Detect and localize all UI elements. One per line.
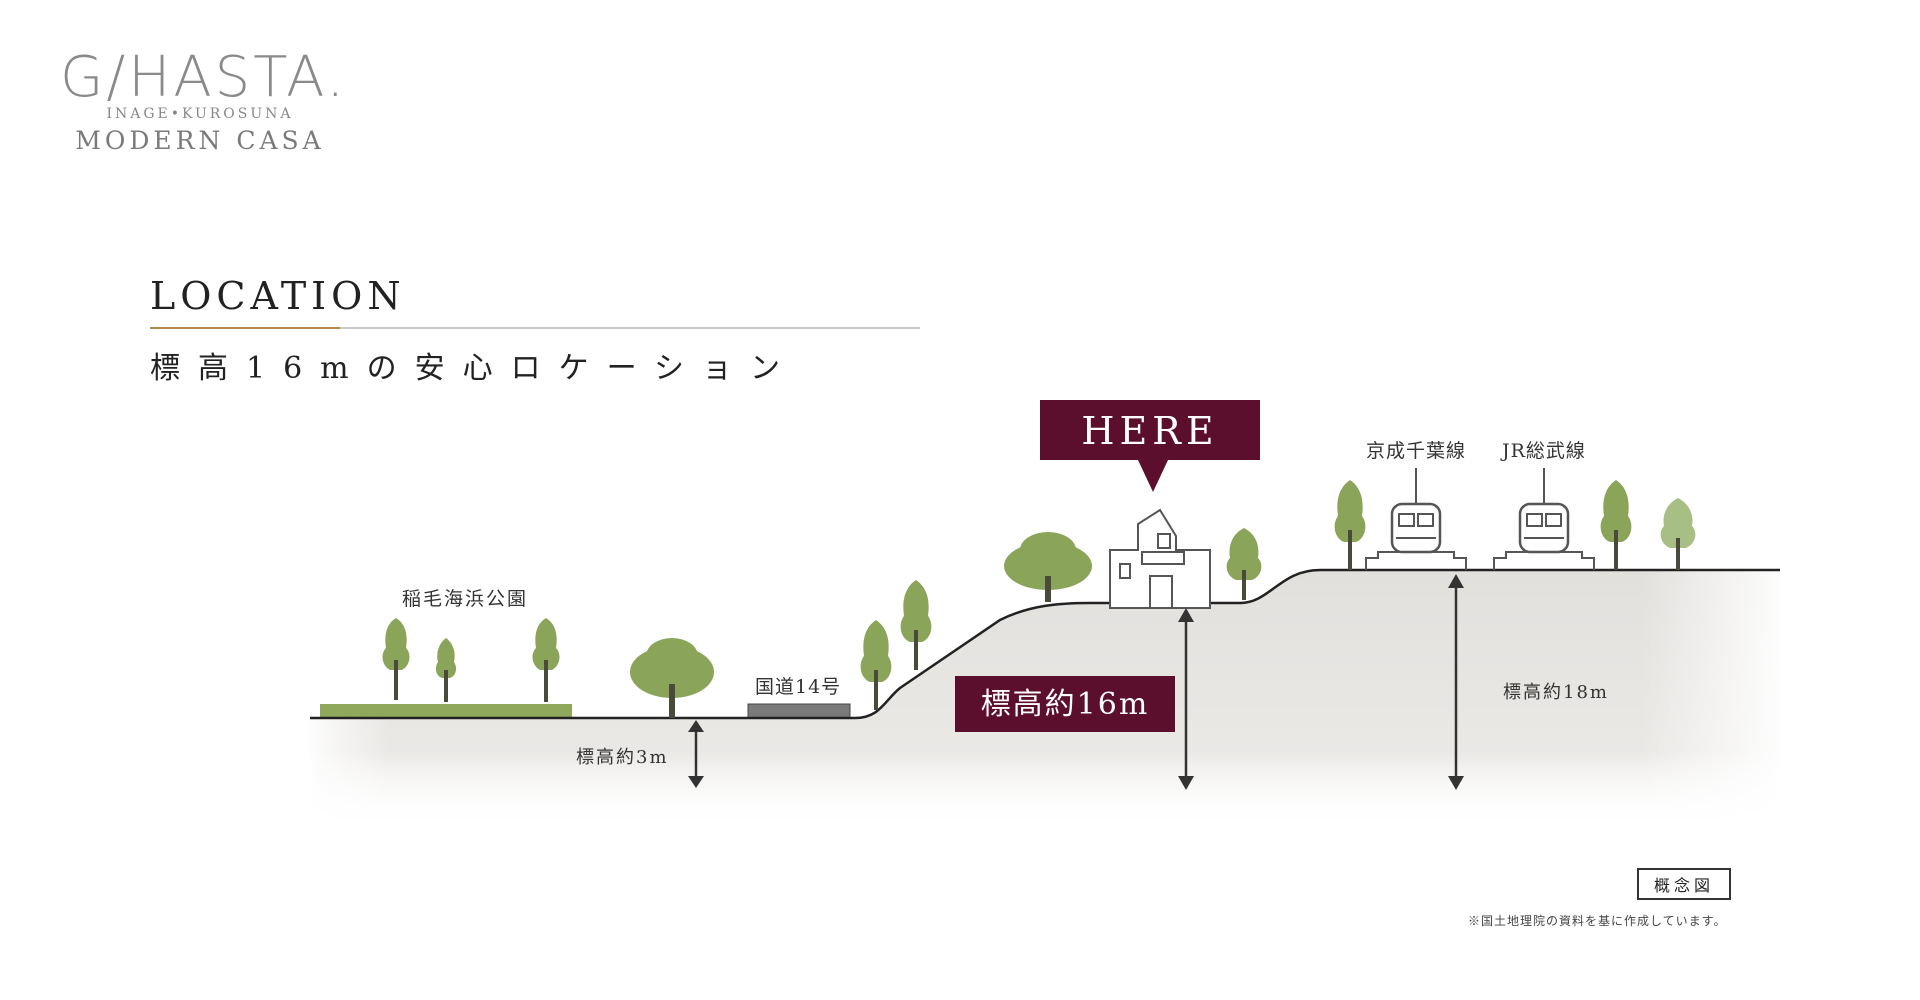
tree-icon	[1660, 498, 1696, 570]
divider-accent	[150, 327, 340, 329]
house-icon	[1109, 508, 1211, 609]
tree-icon	[1600, 480, 1632, 570]
section-title: LOCATION	[150, 274, 406, 318]
here-pointer	[1138, 460, 1168, 492]
logo-location: INAGE•KUROSUNA	[106, 106, 294, 122]
tree-icon	[860, 620, 892, 710]
brand-logo: G/HASTA. INAGE•KUROSUNA MODERN CASA	[60, 45, 348, 156]
park-strip	[320, 704, 572, 718]
tree-icon	[630, 638, 714, 718]
park-label: 稲毛海浜公園	[402, 588, 529, 610]
elevation-arrow-high	[1448, 574, 1464, 790]
tree-icon	[1334, 480, 1366, 570]
road-bar	[747, 703, 851, 719]
elevation-high-label: 標高約18m	[1503, 682, 1609, 703]
keisei-line-label: 京成千葉線	[1366, 440, 1467, 462]
section-divider	[150, 327, 920, 329]
ground-line	[310, 568, 1780, 720]
jr-line-label: JR総武線	[1502, 440, 1586, 462]
here-marker: HERE	[1040, 400, 1260, 460]
tree-icon	[1226, 528, 1262, 600]
train-icon	[1365, 468, 1467, 570]
elevation-arrow-here	[1178, 608, 1194, 790]
source-note: ※国土地理院の資料を基に作成しています。	[1468, 914, 1727, 928]
train-icon	[1493, 468, 1595, 570]
logo-casa: MODERN CASA	[75, 126, 325, 155]
tree-icon	[1004, 532, 1092, 602]
concept-badge: 概念図	[1637, 868, 1731, 900]
section-subtitle: 標高16mの安心ロケーション	[150, 351, 799, 386]
elevation-arrow-low	[688, 720, 704, 788]
tree-icon	[532, 618, 560, 702]
tree-icon	[382, 618, 410, 700]
logo-wordmark: G/HASTA.	[60, 45, 348, 110]
elevation-low-label: 標高約3m	[576, 747, 669, 768]
elevation-here-label: 標高約16m	[955, 676, 1175, 732]
road-label: 国道14号	[755, 676, 842, 698]
tree-icon	[900, 580, 932, 670]
tree-icon	[435, 638, 457, 702]
